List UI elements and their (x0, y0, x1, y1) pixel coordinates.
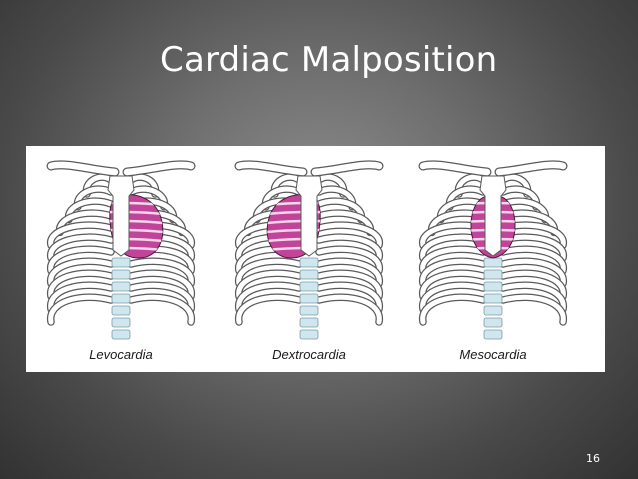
rib-cage-levocardia (46, 160, 196, 340)
rib (316, 234, 382, 261)
rib (419, 293, 487, 326)
rib (127, 293, 195, 326)
rib (128, 258, 194, 287)
vertebra (483, 329, 503, 340)
slide-title: Cardiac Malposition (160, 40, 498, 80)
rib (236, 270, 302, 299)
rib (47, 293, 115, 326)
clavicle (495, 161, 567, 176)
vertebra (111, 281, 131, 292)
clavicle (311, 161, 383, 176)
rib (420, 270, 486, 299)
rib (500, 246, 566, 274)
vertebra (299, 329, 319, 340)
rib (420, 258, 486, 287)
caption-dextrocardia: Dextrocardia (272, 347, 346, 362)
sternum (107, 175, 135, 257)
rib (48, 234, 114, 261)
rib (316, 270, 382, 299)
rib (420, 294, 486, 325)
vertebra (111, 293, 131, 304)
page-number: 16 (586, 452, 600, 465)
rib (236, 258, 302, 287)
vertebra (299, 317, 319, 328)
rib (500, 258, 566, 287)
rib (499, 293, 567, 326)
vertebra (483, 317, 503, 328)
vertebra (299, 281, 319, 292)
vertebra (299, 305, 319, 316)
rib (500, 282, 566, 312)
vertebra (299, 293, 319, 304)
vertebra (483, 269, 503, 280)
rib-cage-illustrations (46, 160, 568, 340)
rib (48, 222, 114, 248)
rib (48, 246, 114, 274)
rib (500, 270, 566, 299)
vertebra (111, 305, 131, 316)
rib (236, 294, 302, 325)
clavicle (123, 161, 195, 176)
rib (420, 246, 486, 274)
sternum (295, 175, 323, 257)
rib (128, 294, 194, 325)
rib (316, 246, 382, 274)
rib (48, 258, 114, 287)
vertebra (299, 257, 319, 268)
clavicle (47, 161, 119, 176)
rib (316, 294, 382, 325)
vertebra (299, 269, 319, 280)
clavicle (235, 161, 307, 176)
sternum (479, 175, 507, 257)
vertebra (483, 293, 503, 304)
vertebra (111, 317, 131, 328)
rib (316, 282, 382, 312)
vertebra (483, 257, 503, 268)
rib (316, 222, 382, 248)
rib (420, 282, 486, 312)
clavicle (419, 161, 491, 176)
rib-cage-mesocardia (418, 160, 568, 340)
vertebra (111, 329, 131, 340)
vertebra (483, 281, 503, 292)
vertebra (111, 269, 131, 280)
rib (128, 282, 194, 312)
rib-cage-dextrocardia (234, 160, 384, 340)
figure-panel: Levocardia Dextrocardia Mesocardia (26, 146, 605, 372)
rib (235, 293, 303, 326)
rib (48, 270, 114, 299)
vertebra (483, 305, 503, 316)
caption-levocardia: Levocardia (89, 347, 153, 362)
rib (236, 282, 302, 312)
vertebra (111, 257, 131, 268)
rib (500, 294, 566, 325)
rib (316, 258, 382, 287)
rib (48, 282, 114, 312)
caption-mesocardia: Mesocardia (459, 347, 527, 362)
rib (128, 270, 194, 299)
rib (48, 294, 114, 325)
rib (315, 293, 383, 326)
